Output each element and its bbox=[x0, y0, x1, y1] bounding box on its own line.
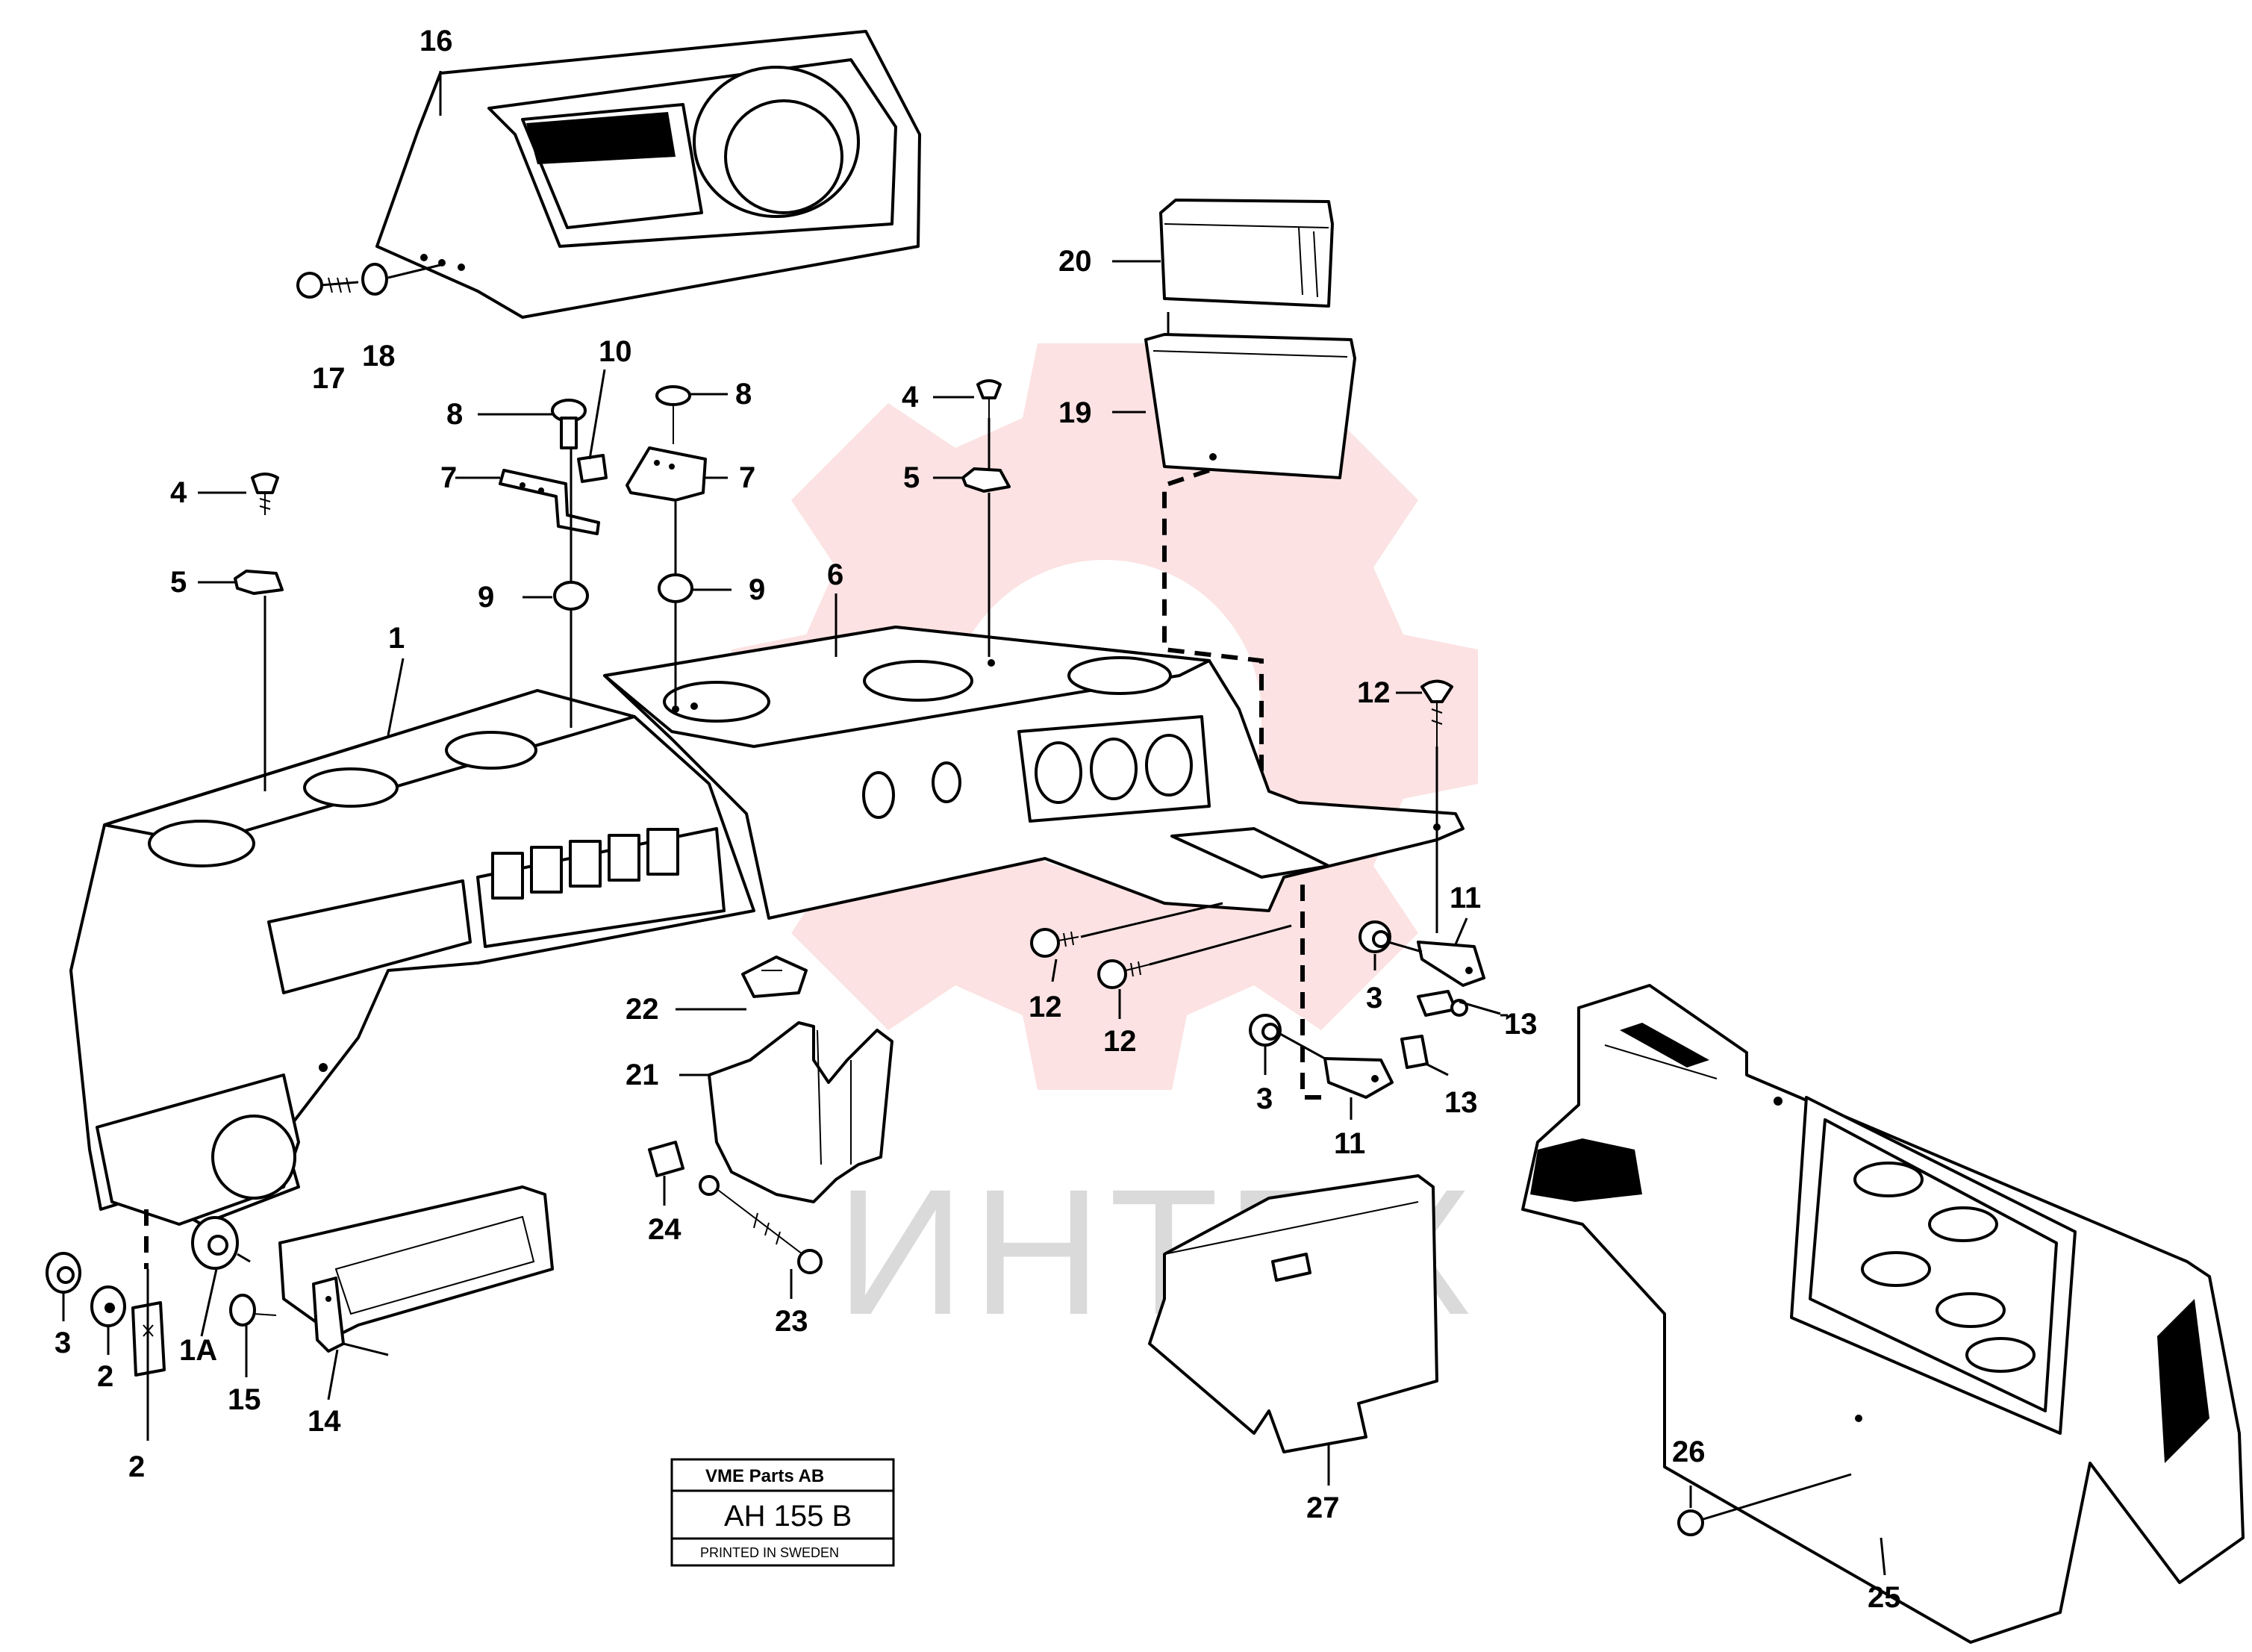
callout-12-mid-right: 12 bbox=[1103, 1025, 1137, 1058]
screw-4-left bbox=[251, 473, 279, 515]
callout-21: 21 bbox=[626, 1059, 659, 1091]
callout-17: 17 bbox=[312, 362, 346, 395]
screw-12-mid-left bbox=[1030, 928, 1079, 958]
callout-26: 26 bbox=[1672, 1436, 1706, 1468]
callout-22: 22 bbox=[626, 993, 659, 1026]
stamp-drawing-number: AH 155 B bbox=[724, 1500, 852, 1533]
nut-10 bbox=[577, 454, 608, 483]
callout-24: 24 bbox=[648, 1213, 681, 1246]
bushing-9-left bbox=[553, 581, 589, 611]
instrument-hood bbox=[375, 30, 921, 319]
callout-1a: 2 bbox=[128, 1450, 145, 1483]
callout-3-top: 3 bbox=[1366, 982, 1382, 1014]
screw-26 bbox=[1677, 1473, 1852, 1536]
callout-2-right: 1A bbox=[179, 1334, 217, 1367]
callout-3-lower: 3 bbox=[1256, 1082, 1273, 1115]
callout-5-left: 5 bbox=[170, 566, 187, 599]
callout-2-left: 2 bbox=[97, 1360, 113, 1393]
bracket-11-top bbox=[1417, 941, 1485, 987]
callout-11-top: 11 bbox=[1450, 882, 1481, 914]
screw-15 bbox=[229, 1294, 277, 1327]
watermark-gear-icon bbox=[732, 343, 1478, 1090]
callout-7-right: 7 bbox=[739, 461, 755, 494]
panel-27 bbox=[1148, 1174, 1438, 1453]
screw-17 bbox=[296, 272, 359, 299]
callout-12-mid-left: 12 bbox=[1029, 991, 1062, 1023]
callout-19: 19 bbox=[1058, 396, 1092, 429]
column-cover-21 bbox=[708, 1021, 893, 1203]
callout-4-left: 4 bbox=[170, 476, 187, 509]
callout-20: 20 bbox=[1058, 245, 1092, 278]
leader-lines bbox=[62, 71, 1886, 1576]
callout-16: 16 bbox=[419, 25, 453, 57]
nut-13-top bbox=[1417, 990, 1468, 1017]
screw-8-left bbox=[551, 399, 587, 449]
callout-23: 23 bbox=[775, 1305, 808, 1338]
callout-7-left: 7 bbox=[440, 461, 457, 494]
callout-27: 27 bbox=[1306, 1492, 1340, 1524]
callout-14: 14 bbox=[308, 1405, 341, 1438]
washer-2-left bbox=[90, 1285, 126, 1327]
clip-5-right bbox=[961, 467, 1011, 493]
washer-3-top bbox=[1359, 920, 1391, 953]
bracket-7-right bbox=[626, 446, 707, 502]
callout-13-top: 13 bbox=[1504, 1008, 1538, 1041]
callout-11-lower: 11 bbox=[1334, 1127, 1365, 1160]
clip-24 bbox=[648, 1141, 684, 1177]
callout-1: 1 bbox=[388, 622, 405, 655]
screw-12-mid-right bbox=[1097, 959, 1150, 989]
storage-tray-19 bbox=[1144, 333, 1356, 479]
panel-25 bbox=[1521, 984, 2245, 1644]
dashboard-right bbox=[603, 626, 1465, 920]
washer-3-lower bbox=[1249, 1014, 1282, 1047]
callout-5-right: 5 bbox=[903, 461, 920, 494]
callout-6: 6 bbox=[827, 558, 843, 591]
callout-13-lower: 13 bbox=[1444, 1086, 1478, 1119]
stamp-printed: PRINTED IN SWEDEN bbox=[700, 1545, 839, 1560]
screw-23 bbox=[708, 1182, 823, 1274]
callout-15: 15 bbox=[228, 1383, 261, 1416]
callout-8-left: 8 bbox=[446, 398, 463, 431]
washer-2-right bbox=[191, 1216, 239, 1270]
callout-10: 10 bbox=[599, 335, 632, 368]
bracket-11-lower bbox=[1323, 1057, 1394, 1099]
callout-18: 18 bbox=[362, 340, 396, 373]
screw-4-right bbox=[976, 379, 1002, 418]
callout-4-right: 4 bbox=[902, 381, 919, 414]
dash-line-6 bbox=[1300, 885, 1325, 1100]
stamp-company: VME Parts AB bbox=[705, 1466, 824, 1486]
title-stamp: VME Parts AB AH 155 B PRINTED IN SWEDEN bbox=[670, 1458, 895, 1567]
dashboard-left bbox=[69, 689, 755, 1226]
callouts: 16 17 18 20 19 4 5 8 10 8 7 7 9 9 4 5 6 … bbox=[54, 25, 1901, 1614]
bushing-9-right bbox=[658, 573, 693, 603]
glove-box-14 bbox=[278, 1185, 554, 1353]
bracket-7-left bbox=[499, 469, 600, 535]
clip-22 bbox=[741, 956, 808, 998]
spacer-18 bbox=[361, 263, 441, 296]
callout-12-top: 12 bbox=[1357, 676, 1391, 709]
nut-13-lower bbox=[1400, 1035, 1429, 1069]
clip-5-left bbox=[234, 570, 284, 595]
dash-line-19 bbox=[1162, 468, 1264, 881]
screw-8-right bbox=[655, 385, 691, 444]
callout-3-left: 3 bbox=[54, 1327, 71, 1359]
nut-3-left bbox=[46, 1252, 81, 1294]
callout-9-right: 9 bbox=[749, 573, 765, 606]
storage-box-20 bbox=[1159, 199, 1334, 308]
callout-25: 25 bbox=[1868, 1581, 1901, 1614]
screw-12-top bbox=[1420, 679, 1453, 746]
callout-8-right: 8 bbox=[735, 378, 752, 411]
callout-9-left: 9 bbox=[478, 581, 494, 614]
stud-icon bbox=[699, 1175, 720, 1196]
